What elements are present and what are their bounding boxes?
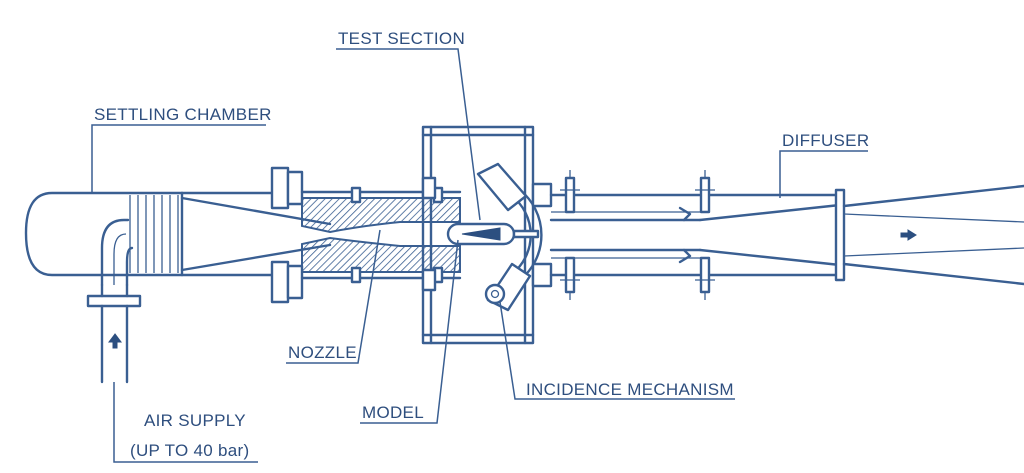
label-model: MODEL [362,403,424,422]
air-supply-pipe [86,218,142,384]
label-settling-chamber: SETTLING CHAMBER [94,105,272,124]
nozzle [180,166,462,304]
model [446,222,540,246]
exit-flow-arrow [900,229,917,241]
air-flow-arrow [108,333,122,349]
label-air-supply-pressure: (UP TO 40 bar) [130,441,249,460]
label-diffuser: DIFFUSER [782,131,869,150]
settling-chamber [24,191,184,277]
label-nozzle: NOZZLE [288,343,357,362]
label-test-section: TEST SECTION [338,29,465,48]
diffuser [549,170,1024,300]
test-section [421,125,553,345]
label-incidence-mechanism: INCIDENCE MECHANISM [526,380,734,399]
leader-lines [91,48,868,463]
label-air-supply: AIR SUPPLY [144,411,246,430]
